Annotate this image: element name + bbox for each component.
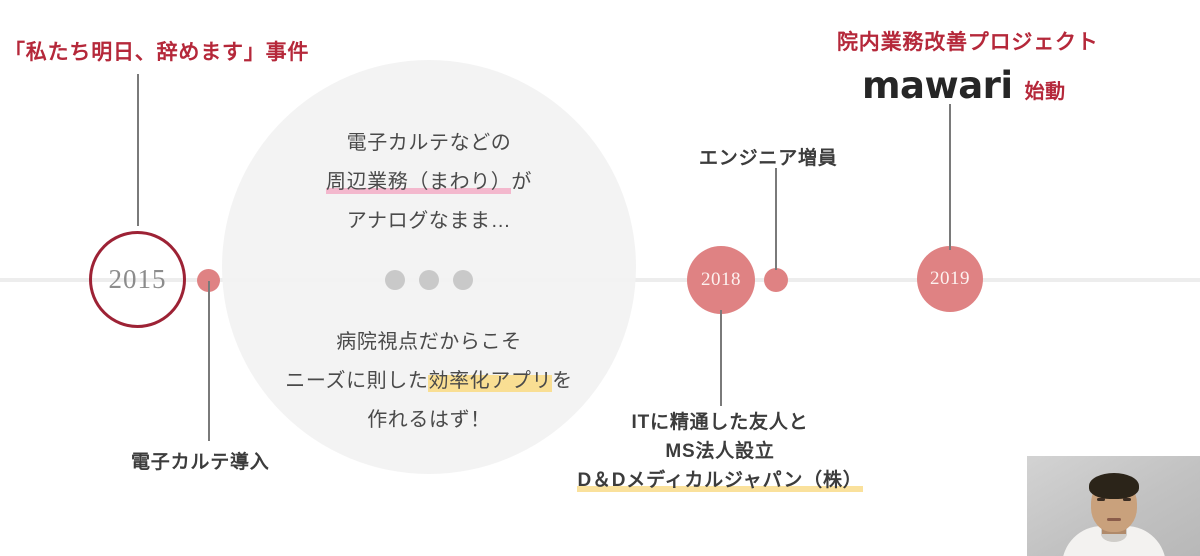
bubble-bottom-line2-highlighted: 効率化アプリ [428,370,553,392]
label-incident: 「私たち明日、辞めます」事件 [4,41,310,64]
timeline-ellipsis-dots [385,270,473,290]
presenter-eye-right [1122,498,1131,501]
presenter-eye-left [1096,498,1105,501]
ellipsis-dot [453,270,473,290]
label-ms-line3: D＆Dメディカルジャパン（株） [577,470,863,492]
bubble-bottom-line3: 作れるはず！ [367,409,491,431]
mawari-branding: mawari 始動 [862,64,1066,107]
bubble-top-line1: 電子カルテなどの [346,132,512,154]
leader-line-ms [720,310,722,406]
label-karte-intro: 電子カルテ導入 [131,452,270,473]
timeline-node-2015[interactable]: 2015 [89,231,186,328]
bubble-bottom-line2-tail: を [552,370,573,392]
ellipsis-dot [419,270,439,290]
label-ms-corporation: ITに精通した友人と MS法人設立 D＆Dメディカルジャパン（株） [565,408,875,495]
thought-bubble [222,60,636,474]
leader-line-karte [208,281,210,441]
leader-line-mawari [949,104,951,250]
timeline-node-2019[interactable]: 2019 [917,246,983,312]
label-project-title: 院内業務改善プロジェクト [837,31,1099,54]
presenter-video-thumbnail[interactable] [1027,456,1200,556]
bubble-bottom-line2-head: ニーズに則した [285,370,429,392]
bubble-bottom-line2: ニーズに則した効率化アプリを [222,362,636,401]
timeline-dot-karte[interactable] [197,269,220,292]
bubble-top-line2-tail: が [511,171,532,193]
bubble-top-line2-underlined: 周辺業務（まわり） [325,171,512,194]
presenter-mouth [1106,518,1121,521]
bubble-top-text: 電子カルテなどの 周辺業務（まわり）が アナログなまま… [222,124,636,241]
ellipsis-dot [385,270,405,290]
label-ms-line2: MS法人設立 [665,441,775,462]
mawari-launch-label: 始動 [1024,81,1066,103]
label-ms-line1: ITに精通した友人と [631,412,809,433]
bubble-top-line2: 周辺業務（まわり）が [222,163,636,202]
leader-line-incident [137,74,139,226]
bubble-bottom-text: 病院視点だからこそ ニーズに則した効率化アプリを 作れるはず！ [222,323,636,440]
mawari-logo: mawari [862,64,1013,107]
presenter-hair [1088,473,1139,499]
label-engineer-increase: エンジニア増員 [699,148,838,169]
bubble-bottom-line1: 病院視点だからこそ [336,331,522,353]
timeline-dot-engineer[interactable] [764,268,788,292]
leader-line-engineer [775,168,777,270]
timeline-node-2018[interactable]: 2018 [687,246,755,314]
label-ms-line3-wrapper: D＆Dメディカルジャパン（株） [565,466,875,495]
bubble-top-line3: アナログなまま… [346,210,512,232]
